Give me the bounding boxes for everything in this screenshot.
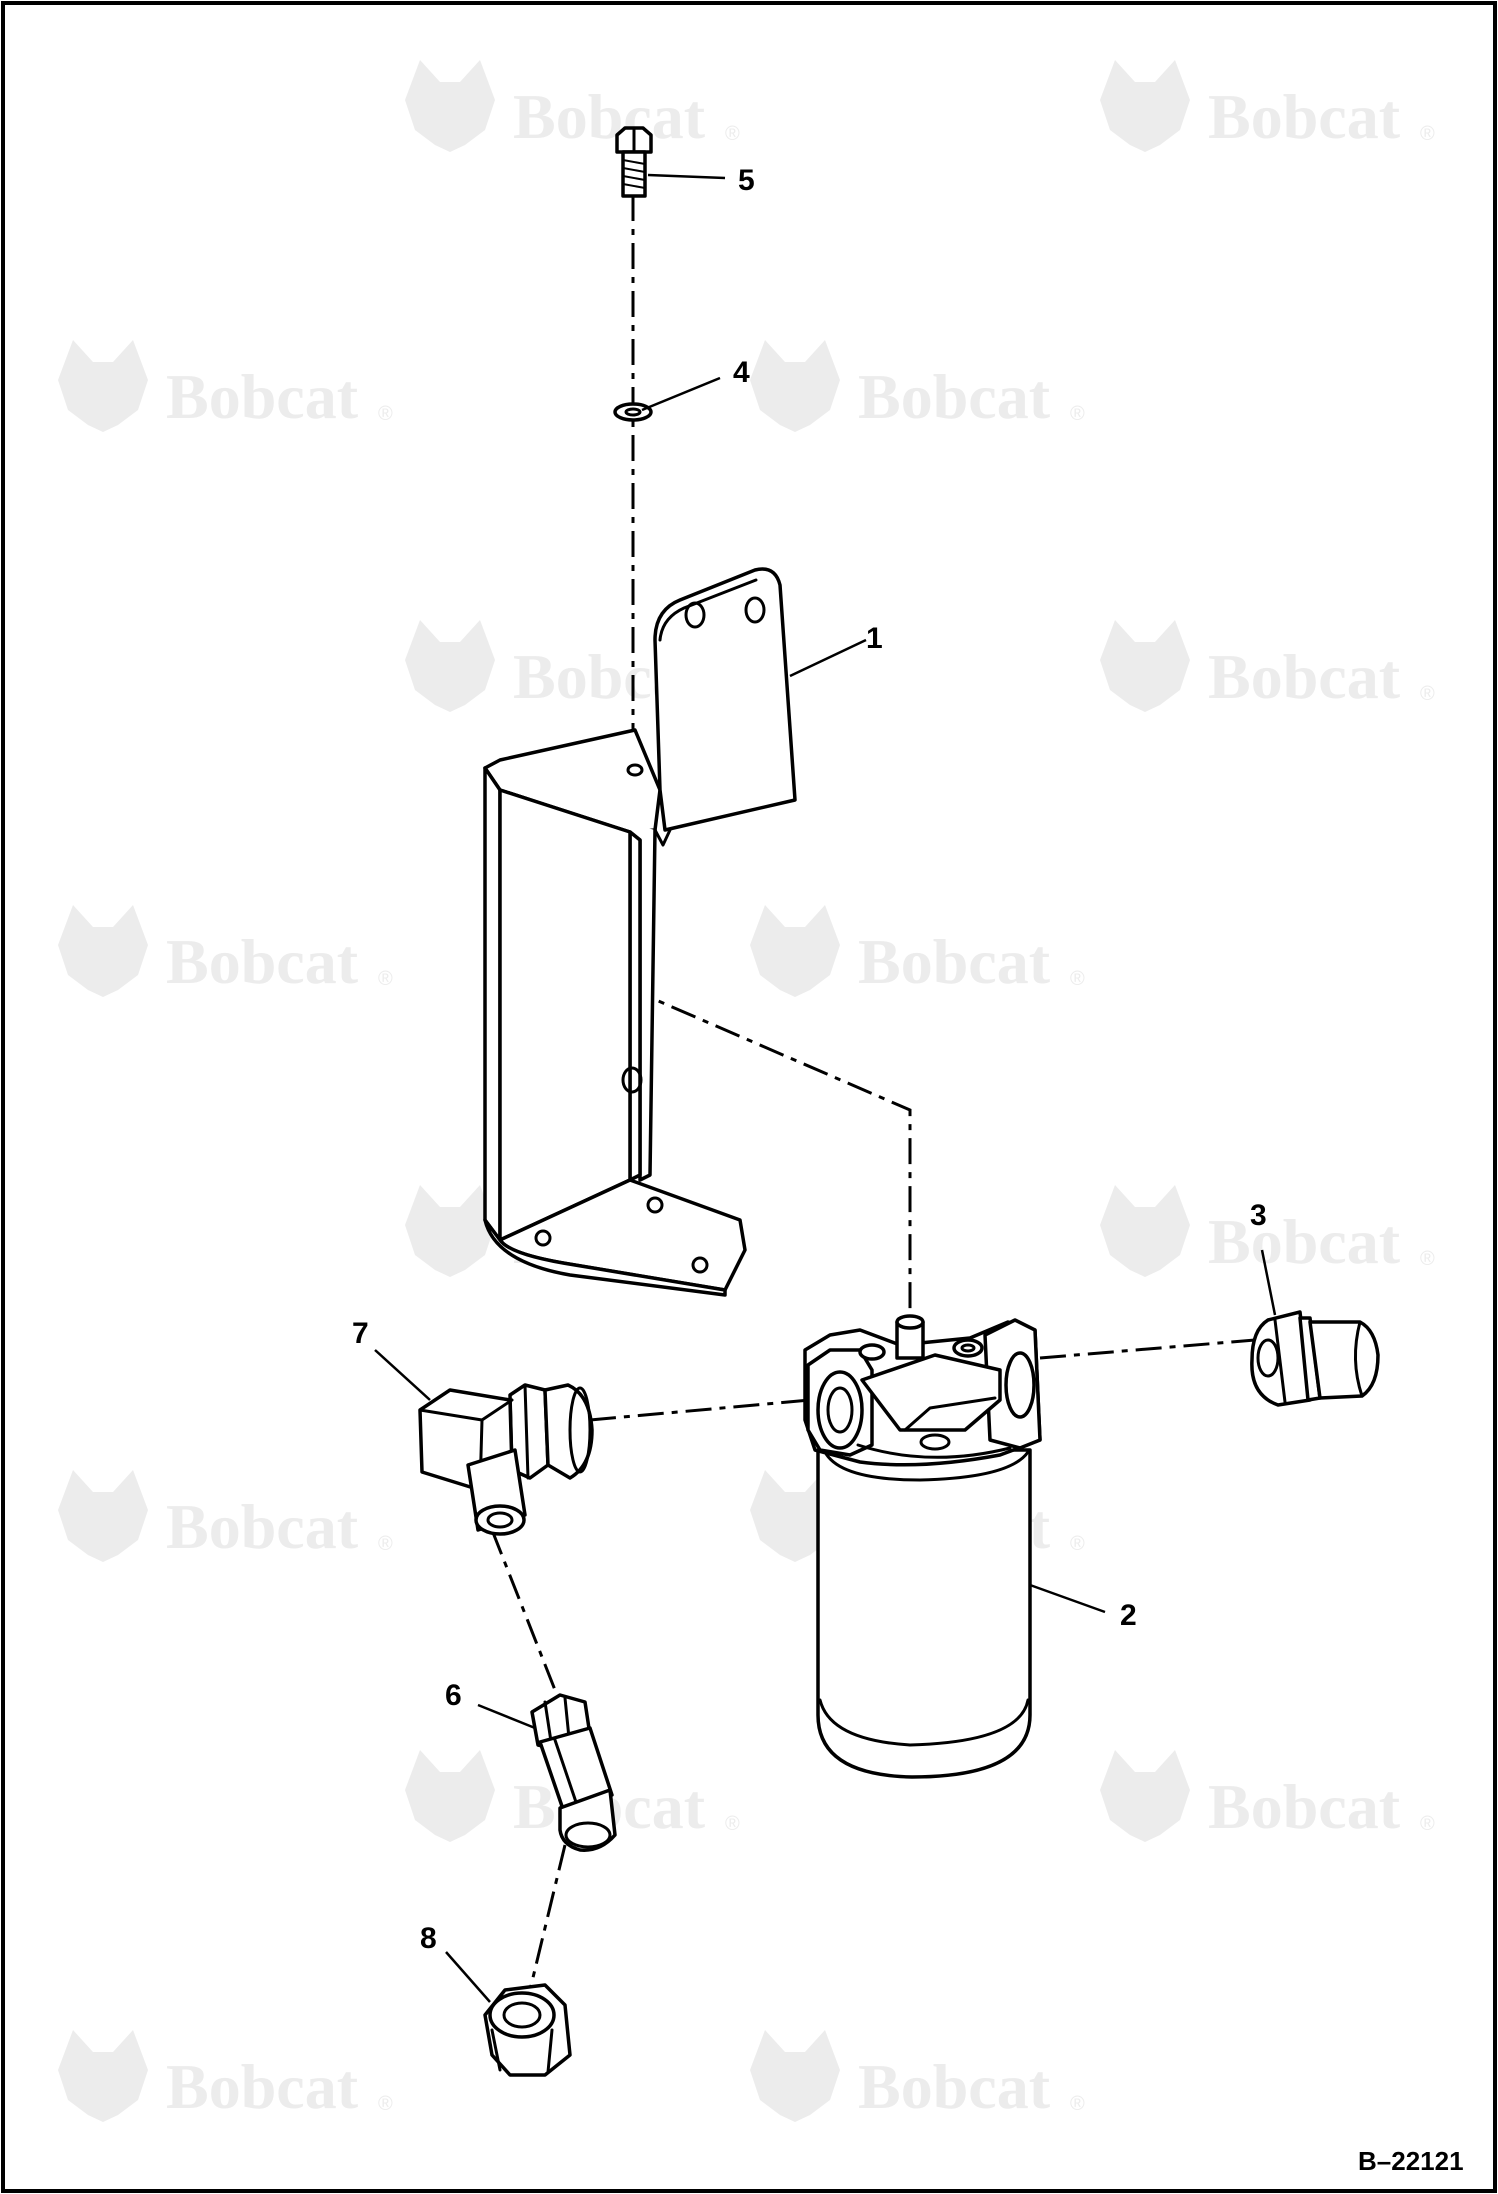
watermark-registered-mark: ® xyxy=(1070,403,1085,425)
callout-5: 5 xyxy=(738,164,755,197)
callouts: 5 4 1 3 7 2 6 8 xyxy=(352,164,1267,1955)
connector-fitting xyxy=(1250,1310,1380,1407)
bobcat-head-logo xyxy=(750,340,840,432)
watermark-bobcat: Bobcat ® xyxy=(750,340,1085,432)
watermark-text: Bobcat xyxy=(1208,1771,1401,1842)
watermark-text: Bobcat xyxy=(858,2051,1051,2122)
drawing-number: B–22121 xyxy=(1358,2146,1464,2176)
watermark-registered-mark: ® xyxy=(1420,1813,1435,1835)
elbow-fitting xyxy=(418,1383,594,1536)
watermark-bobcat: Bobcat ® xyxy=(58,2030,393,2122)
watermark-text: Bobcat xyxy=(166,361,359,432)
bobcat-head-logo xyxy=(1100,1185,1190,1277)
bobcat-head-logo xyxy=(405,1185,495,1277)
watermark-bobcat: Bobcat ® xyxy=(58,340,393,432)
bobcat-head-logo xyxy=(58,905,148,997)
bobcat-head-logo xyxy=(58,2030,148,2122)
callout-7: 7 xyxy=(352,1317,369,1350)
watermark-registered-mark: ® xyxy=(378,403,393,425)
watermark-bobcat: Bobcat ® xyxy=(58,1470,393,1562)
watermark-text: Bobcat xyxy=(858,926,1051,997)
watermark-registered-mark: ® xyxy=(1070,1533,1085,1555)
leader-lines xyxy=(374,173,1277,2003)
hex-nut xyxy=(483,1983,572,2077)
bobcat-head-logo xyxy=(58,1470,148,1562)
callout-1: 1 xyxy=(866,622,883,655)
bobcat-head-logo xyxy=(1100,1750,1190,1842)
bobcat-head-logo xyxy=(750,2030,840,2122)
watermark-text: Bobcat xyxy=(513,81,706,152)
watermark-registered-mark: ® xyxy=(725,123,740,145)
watermark-text: Bobcat xyxy=(858,361,1051,432)
watermark-registered-mark: ® xyxy=(1420,123,1435,145)
watermark-registered-mark: ® xyxy=(1420,1248,1435,1270)
watermark-bobcat: Bobcat ® xyxy=(750,905,1085,997)
filter-assembly xyxy=(803,1314,1042,1779)
bolt xyxy=(615,126,653,198)
bobcat-head-logo xyxy=(750,905,840,997)
watermark-bobcat: Bobcat ® xyxy=(1100,1185,1435,1277)
callout-8: 8 xyxy=(420,1922,437,1955)
watermark-bobcat: Bobcat ® xyxy=(405,60,740,152)
watermark-text: Bobcat xyxy=(1208,641,1401,712)
watermark-registered-mark: ® xyxy=(1420,683,1435,705)
assembly-lines xyxy=(490,195,1256,1991)
bobcat-head-logo xyxy=(405,60,495,152)
callout-3: 3 xyxy=(1250,1199,1267,1232)
watermark-bobcat: Bobcat ® xyxy=(1100,620,1435,712)
mounting-bracket xyxy=(483,567,797,1297)
callout-2: 2 xyxy=(1120,1599,1137,1632)
watermark-text: Bobcat xyxy=(166,1491,359,1562)
watermark-bobcat: Bobcat ® xyxy=(750,2030,1085,2122)
bobcat-head-logo xyxy=(1100,620,1190,712)
watermark-bobcat: Bobcat ® xyxy=(58,905,393,997)
watermark-registered-mark: ® xyxy=(378,1533,393,1555)
lock-washer xyxy=(613,402,653,422)
watermark-text: Bobcat xyxy=(166,2051,359,2122)
bobcat-head-logo xyxy=(405,1750,495,1842)
watermark-registered-mark: ® xyxy=(725,1813,740,1835)
watermark-registered-mark: ® xyxy=(1070,968,1085,990)
watermark-text: Bobcat xyxy=(1208,81,1401,152)
watermark-registered-mark: ® xyxy=(378,968,393,990)
bobcat-head-logo xyxy=(58,340,148,432)
watermark-text: Bobcat xyxy=(1208,1206,1401,1277)
callout-4: 4 xyxy=(733,356,750,389)
bobcat-head-logo xyxy=(1100,60,1190,152)
watermark-bobcat: Bobcat ® xyxy=(1100,60,1435,152)
watermark-text: Bobcat xyxy=(166,926,359,997)
watermark-registered-mark: ® xyxy=(1070,2093,1085,2115)
watermark-bobcat: Bobcat ® xyxy=(1100,1750,1435,1842)
callout-6: 6 xyxy=(445,1679,462,1712)
bobcat-head-logo xyxy=(405,620,495,712)
watermark-registered-mark: ® xyxy=(378,2093,393,2115)
hex-adapter xyxy=(530,1693,617,1852)
